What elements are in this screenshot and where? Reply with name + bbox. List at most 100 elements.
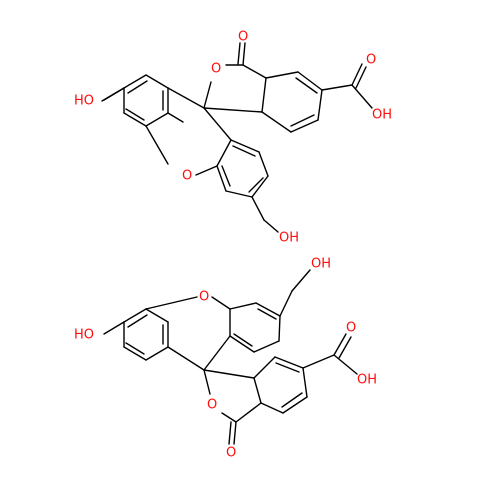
- bond: [127, 314, 148, 328]
- atom-label-oh-acid: OH: [372, 108, 392, 123]
- bond: [229, 335, 255, 353]
- atom-label-o-acid: O: [346, 321, 356, 336]
- bond: [145, 125, 169, 165]
- bond: [333, 354, 358, 375]
- bond: [290, 119, 319, 133]
- molecule-2: HO O OH O O O OH: [74, 257, 377, 461]
- bond: [355, 66, 367, 89]
- bond: [253, 377, 262, 404]
- bond: [257, 308, 277, 320]
- bond: [302, 354, 335, 369]
- molecule-1-atom-labels: HO O O O OH O OH: [74, 30, 392, 246]
- atom-label-o-acid: O: [366, 53, 376, 68]
- bond: [123, 308, 147, 323]
- bond: [260, 402, 284, 414]
- bond: [123, 74, 147, 89]
- bond: [291, 269, 311, 292]
- atom-label-oh: OH: [279, 231, 299, 246]
- bond: [255, 302, 281, 317]
- bond: [167, 112, 184, 123]
- bond: [333, 333, 347, 356]
- bond: [203, 107, 232, 141]
- molecule-1-bonds: [101, 42, 373, 233]
- atom-label-o-carbonyl: O: [226, 446, 236, 461]
- bond: [275, 362, 300, 373]
- bond: [263, 219, 279, 233]
- bond: [351, 84, 373, 109]
- bond: [125, 108, 145, 121]
- bond: [221, 412, 237, 423]
- bond: [229, 302, 257, 310]
- bond: [203, 369, 211, 395]
- atom-label-o-lactone: O: [211, 62, 221, 77]
- bond: [251, 196, 265, 221]
- bond: [203, 81, 212, 109]
- atom-label-o-lactone: O: [207, 398, 217, 413]
- bond: [253, 340, 280, 353]
- bond: [233, 421, 237, 445]
- bond: [233, 333, 253, 347]
- bond: [123, 346, 147, 361]
- bond: [302, 367, 308, 398]
- bond: [338, 336, 352, 359]
- bond: [216, 139, 232, 167]
- bond: [274, 356, 304, 369]
- bond: [261, 77, 267, 113]
- bond: [279, 290, 293, 317]
- bond: [278, 315, 281, 342]
- bond: [167, 346, 205, 371]
- bond: [145, 74, 169, 89]
- atom-label-ho: HO: [74, 328, 94, 343]
- bond: [145, 308, 169, 323]
- atom-label-oh-acid: OH: [357, 373, 377, 388]
- bond: [221, 165, 231, 187]
- bond: [295, 77, 318, 94]
- bond: [235, 402, 262, 423]
- atom-label-oh: OH: [311, 257, 331, 272]
- molecule-2-bonds: [103, 269, 358, 445]
- bond: [251, 175, 269, 198]
- molecule-2-atom-labels: HO O OH O O O OH: [74, 257, 377, 461]
- bond: [258, 151, 269, 177]
- bond: [228, 421, 232, 445]
- atom-label-ho: HO: [74, 94, 94, 109]
- atom-label-o-ring: O: [182, 169, 192, 184]
- bond: [123, 112, 147, 127]
- bond: [317, 89, 323, 121]
- bond: [321, 84, 353, 91]
- bond: [211, 296, 231, 310]
- bond: [281, 392, 303, 408]
- bond: [103, 87, 125, 101]
- bond: [127, 80, 148, 94]
- bond: [203, 107, 263, 113]
- bond: [265, 71, 299, 79]
- bond: [253, 356, 276, 379]
- atom-label-o-carbonyl: O: [238, 30, 248, 45]
- bond: [195, 165, 218, 176]
- bond: [216, 165, 227, 192]
- bond: [248, 177, 264, 193]
- bond: [242, 64, 267, 79]
- molecule-1: HO O O O OH O OH: [74, 30, 392, 246]
- bond: [203, 335, 231, 371]
- bond: [145, 112, 169, 127]
- bond: [297, 71, 323, 91]
- atom-label-o-ring: O: [199, 290, 209, 305]
- bond: [232, 145, 256, 157]
- bond: [261, 111, 292, 133]
- bond: [167, 87, 205, 109]
- bond: [237, 42, 241, 65]
- bond: [145, 346, 169, 361]
- bond: [242, 42, 246, 66]
- bond: [125, 342, 145, 355]
- bond: [103, 321, 125, 335]
- bond: [203, 369, 255, 379]
- bond: [351, 63, 363, 86]
- bond: [290, 114, 315, 127]
- bond: [230, 139, 260, 153]
- bond: [145, 296, 198, 310]
- bond: [282, 396, 308, 414]
- bond: [225, 190, 253, 198]
